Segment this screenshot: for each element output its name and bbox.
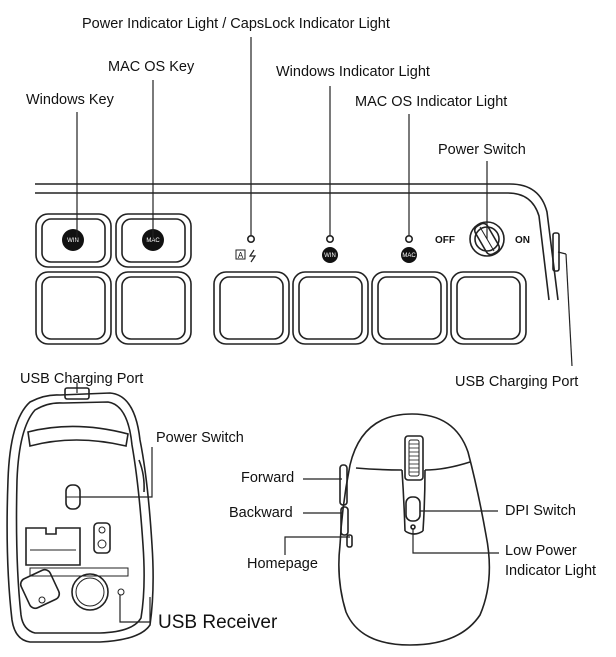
switch-off-text: OFF <box>435 235 455 246</box>
homepage-button <box>346 534 353 548</box>
mouse-top-leader-lines <box>284 478 499 555</box>
usb-receiver <box>71 573 109 611</box>
low-power-label-line2: Indicator Light <box>505 563 597 579</box>
mouse-top-view <box>338 413 491 646</box>
sensor <box>93 522 111 554</box>
dpi-switch-label: DPI Switch <box>505 503 576 519</box>
power-switch-label: Power Switch <box>438 142 526 158</box>
power-indicator-light: A <box>235 235 257 263</box>
windows-indicator-label: Windows Indicator Light <box>276 64 430 80</box>
mac-key-text: MAC <box>146 238 160 244</box>
backward-label: Backward <box>229 505 293 521</box>
windows-indicator-light: WIN <box>322 235 338 263</box>
key-row-2 <box>35 271 527 345</box>
mouse-power-switch-label: Power Switch <box>156 430 244 446</box>
keyboard-leader-lines <box>76 37 573 367</box>
switch-on-text: ON <box>515 235 530 246</box>
scroll-wheel <box>404 435 424 481</box>
dpi-switch <box>405 496 421 522</box>
win-indicator-text: WIN <box>324 253 336 259</box>
win-key-text: WIN <box>67 238 79 244</box>
forward-button <box>339 464 348 506</box>
bottom-foot-left <box>19 568 61 610</box>
mouse-bottom-leader-lines <box>76 383 153 623</box>
forward-label: Forward <box>241 470 295 486</box>
mac-os-indicator-label: MAC OS Indicator Light <box>355 94 508 110</box>
low-power-indicator-light <box>410 524 416 530</box>
keyboard-usb-charging-port-label: USB Charging Port <box>455 374 579 390</box>
homepage-label: Homepage <box>247 556 318 572</box>
mouse-usb-charging-port-label: USB Charging Port <box>20 371 144 387</box>
mac-os-indicator-light: MAC <box>401 235 417 263</box>
svg-text:A: A <box>238 251 244 260</box>
windows-key: WIN <box>35 213 112 268</box>
windows-key-label: Windows Key <box>26 92 114 108</box>
win-key-icon <box>62 229 84 251</box>
power-indicator-label: Power Indicator Light / CapsLock Indicat… <box>82 16 390 32</box>
backward-button <box>340 506 349 536</box>
keyboard-body <box>35 183 559 301</box>
keyboard-power-switch: OFF ON <box>435 221 530 257</box>
low-power-label-line1: Low Power <box>505 543 577 559</box>
mac-indicator-text: MAC <box>402 253 416 259</box>
usb-receiver-label: USB Receiver <box>158 612 278 633</box>
mouse-bottom-view <box>6 387 154 643</box>
mac-os-key-label: MAC OS Key <box>108 59 195 75</box>
